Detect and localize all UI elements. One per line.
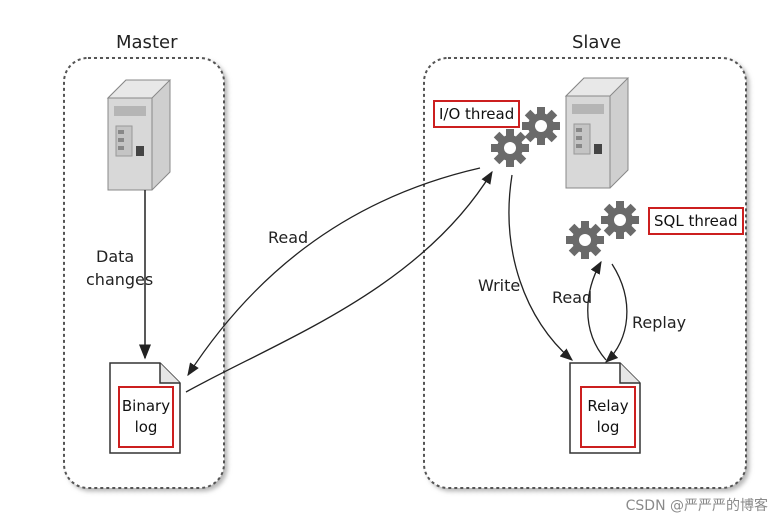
sql-read-arrow xyxy=(587,260,607,361)
replay-label: Replay xyxy=(632,313,687,332)
slave-server-icon xyxy=(565,77,629,189)
io-gear-small-icon xyxy=(522,107,560,145)
io-thread-label: I/O thread xyxy=(433,100,521,128)
read-slave-label: Read xyxy=(552,288,593,307)
relay-log-line2: log xyxy=(596,418,620,436)
read-master-label: Read xyxy=(268,228,309,247)
binary-log-label: Binary log xyxy=(118,386,174,448)
master-title: Master xyxy=(116,32,178,53)
slave-title: Slave xyxy=(572,32,622,53)
sql-thread-label: SQL thread xyxy=(648,207,744,235)
write-label: Write xyxy=(478,276,521,295)
master-panel xyxy=(63,57,225,489)
slave-panel xyxy=(423,57,747,489)
read-request-arrow xyxy=(187,167,481,377)
sql-gear-icon xyxy=(566,221,604,259)
watermark: CSDN @严严严的博客 xyxy=(625,498,768,514)
relay-log-line1: Relay xyxy=(587,397,629,415)
master-server-icon xyxy=(107,79,171,191)
replay-arrow xyxy=(605,263,628,363)
relay-log-label: Relay log xyxy=(580,386,636,448)
io-gear-icon xyxy=(491,129,529,167)
binary-log-line2: log xyxy=(134,418,158,436)
read-transfer-arrow xyxy=(185,170,493,393)
sql-gear-small-icon xyxy=(601,201,639,239)
write-arrow xyxy=(508,174,573,361)
binary-log-line1: Binary xyxy=(121,397,171,415)
data-changes-label-line2: changes xyxy=(86,270,154,289)
data-changes-label-line1: Data xyxy=(96,247,135,266)
